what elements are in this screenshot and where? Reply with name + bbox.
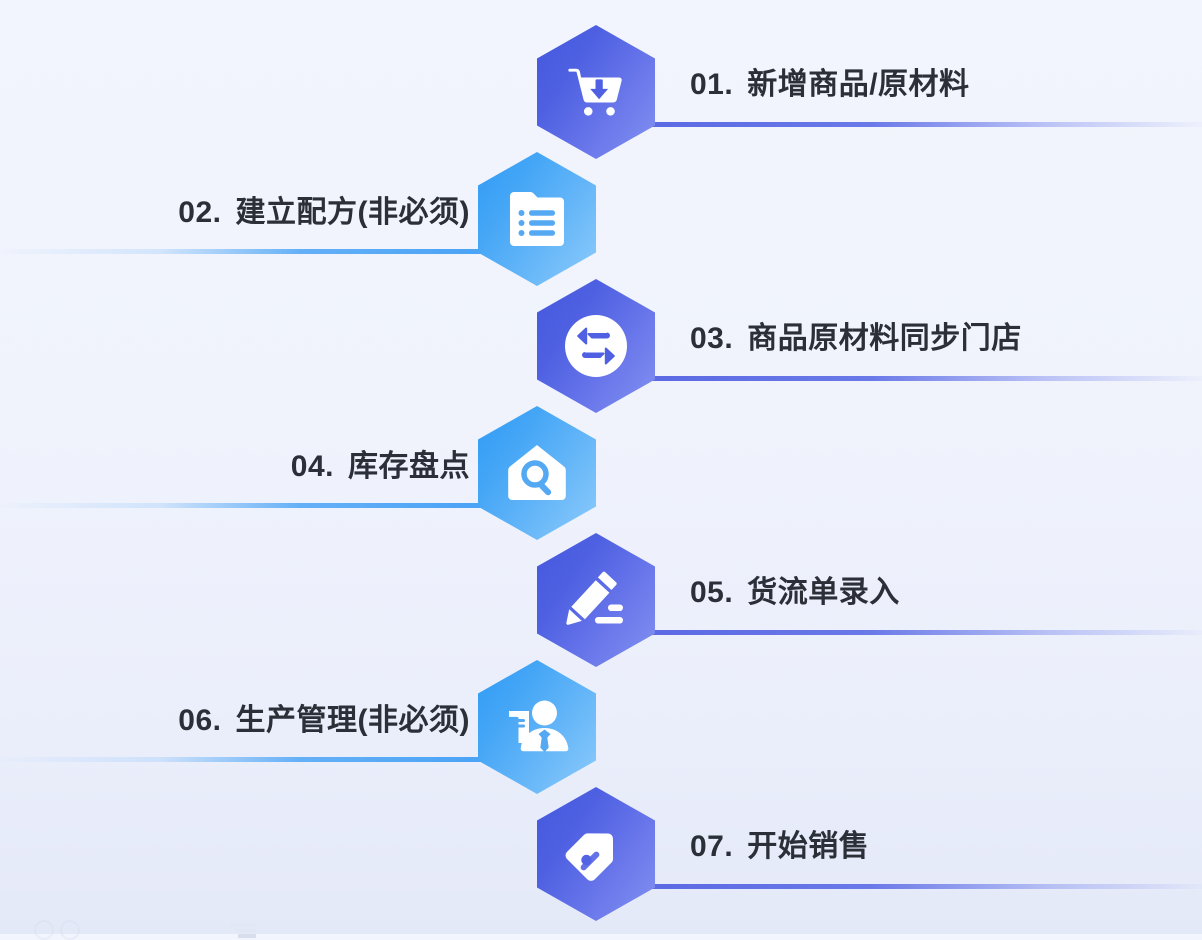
step-4-text: 库存盘点 (348, 450, 470, 483)
connector-line-step-7 (650, 884, 1202, 889)
watermark-mark-c (230, 924, 264, 938)
step-2-number: 02. (178, 196, 222, 229)
step-4-hexagon[interactable] (478, 406, 596, 540)
user-badge-icon (509, 700, 569, 753)
step-3-hexagon[interactable] (537, 279, 655, 413)
warehouse-search-icon (508, 445, 566, 500)
sync-arrows-icon (565, 315, 627, 377)
step-2-hexagon[interactable] (478, 152, 596, 286)
pencil-write-icon (566, 571, 623, 625)
step-3-number: 03. (690, 322, 734, 355)
step-1-number: 01. (690, 68, 734, 101)
step-6-number: 06. (178, 704, 222, 737)
connector-line-step-5 (650, 630, 1202, 635)
watermark-mark-b (60, 920, 80, 940)
connector-line-step-4 (0, 503, 484, 508)
step-4-number: 04. (290, 450, 334, 483)
step-7-hexagon[interactable] (537, 787, 655, 921)
step-5-number: 05. (690, 576, 734, 609)
step-4-label: 04. 库存盘点 (291, 452, 470, 482)
step-1-label: 01. 新增商品/原材料 (690, 70, 970, 100)
step-2-text: 建立配方(非必须) (235, 196, 470, 229)
step-2-label: 02. 建立配方(非必须) (178, 198, 470, 228)
step-7-text: 开始销售 (747, 830, 870, 863)
connector-line-step-2 (0, 249, 484, 254)
step-1-text: 新增商品/原材料 (747, 68, 970, 101)
step-1-hexagon[interactable] (537, 25, 655, 159)
step-3-label: 03. 商品原材料同步门店 (690, 324, 1022, 354)
connector-line-step-6 (0, 757, 484, 762)
step-5-label: 05. 货流单录入 (690, 578, 900, 608)
document-list-icon (510, 192, 564, 246)
step-5-text: 货流单录入 (747, 576, 900, 609)
shopping-cart-download-icon (568, 68, 622, 116)
watermark-mark-a (34, 920, 54, 940)
step-6-hexagon[interactable] (478, 660, 596, 794)
step-3-text: 商品原材料同步门店 (747, 322, 1022, 355)
step-7-label: 07. 开始销售 (690, 832, 869, 862)
bottom-watermark (0, 912, 1202, 940)
price-tag-icon (565, 833, 614, 881)
step-6-label: 06. 生产管理(非必须) (178, 706, 470, 736)
connector-line-step-1 (650, 122, 1202, 127)
step-5-hexagon[interactable] (537, 533, 655, 667)
step-6-text: 生产管理(非必须) (235, 704, 470, 737)
step-7-number: 07. (690, 830, 734, 863)
connector-line-step-3 (650, 376, 1202, 381)
